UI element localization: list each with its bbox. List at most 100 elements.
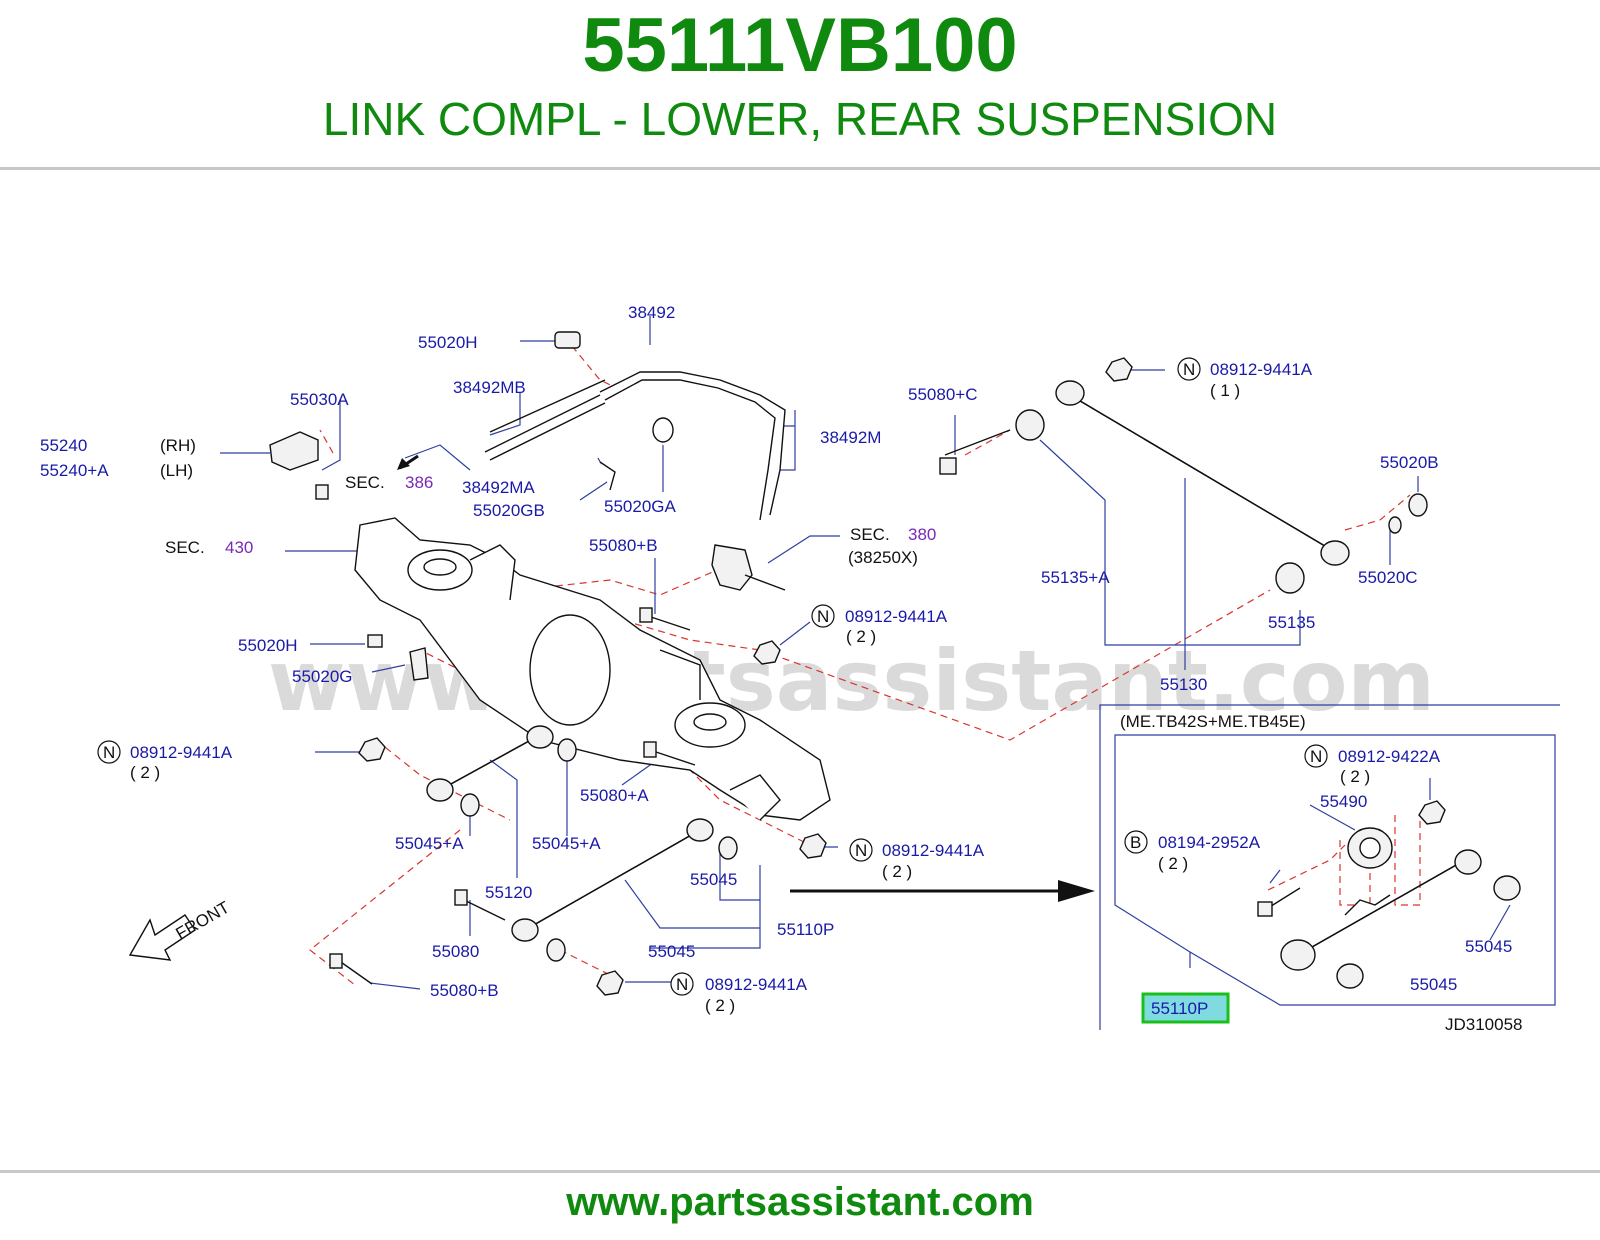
- nut-marker-n1: N: [817, 607, 829, 626]
- callout-55080[interactable]: 55080: [432, 942, 479, 961]
- bolt-55080: [454, 889, 468, 906]
- qty-n5: ( 1 ): [1210, 381, 1240, 400]
- callout-55130[interactable]: 55130: [1160, 675, 1207, 694]
- nut-marker-n4: N: [676, 975, 688, 994]
- callout-38492m[interactable]: 38492M: [820, 428, 881, 447]
- bracket-55240: [269, 431, 329, 500]
- part-number-title: 55111VB100: [582, 3, 1018, 88]
- lower-link-55110p: [511, 818, 738, 962]
- nut-55130-top: [1105, 357, 1133, 382]
- bolt-bracket: [315, 484, 329, 500]
- washer-55020c: [1388, 516, 1402, 534]
- callout-38492ma[interactable]: 38492MA: [462, 478, 535, 497]
- callout-55120[interactable]: 55120: [485, 883, 532, 902]
- qty-n6: ( 2 ): [1340, 767, 1370, 786]
- callout-55240[interactable]: 55240: [40, 436, 87, 455]
- callout-55490[interactable]: 55490: [1320, 792, 1367, 811]
- callout-nut-n5[interactable]: 08912-9441A: [1210, 360, 1313, 379]
- front-arrow: [128, 914, 196, 961]
- callout-55020h-mid[interactable]: 55020H: [238, 636, 298, 655]
- side-rh: (RH): [160, 436, 196, 455]
- differential-carrier: [354, 517, 831, 821]
- callout-nut-n1[interactable]: 08912-9441A: [845, 607, 948, 626]
- sec380-label: SEC.: [850, 525, 890, 544]
- nut-marker-n6: N: [1310, 747, 1322, 766]
- callout-55045-inset-r[interactable]: 55045: [1465, 937, 1512, 956]
- bolt-55080a: [643, 741, 657, 758]
- bolt-55020h-top: [554, 331, 581, 349]
- callout-55045a-left[interactable]: 55045+A: [395, 834, 464, 853]
- part-description-title: LINK COMPL - LOWER, REAR SUSPENSION: [322, 93, 1278, 145]
- nut-marker-n5: N: [1183, 360, 1195, 379]
- callout-55045a-right[interactable]: 55045+A: [532, 834, 601, 853]
- inset-title: (ME.TB42S+ME.TB45E): [1120, 712, 1306, 731]
- footer-url[interactable]: www.partsassistant.com: [566, 1180, 1034, 1224]
- sec430-link[interactable]: 430: [225, 538, 253, 557]
- marker-circles: N N N N N N B: [97, 357, 1328, 996]
- callout-38492[interactable]: 38492: [628, 303, 675, 322]
- washer-55020b: [1408, 493, 1428, 517]
- clip-55020ga: [652, 417, 674, 443]
- qty-n1: ( 2 ): [846, 627, 876, 646]
- brake-hose-assembly: [484, 331, 786, 521]
- nut-lower: [596, 970, 624, 996]
- callout-nut-n6[interactable]: 08912-9422A: [1338, 747, 1441, 766]
- callout-55110p-main[interactable]: 55110P: [777, 920, 834, 939]
- callout-55240a[interactable]: 55240+A: [40, 461, 109, 480]
- bushing-55045-inset-r: [1493, 875, 1521, 901]
- callout-bolt-b1[interactable]: 08194-2952A: [1158, 833, 1261, 852]
- nut-marker-n2: N: [103, 743, 115, 762]
- callout-55020h-top[interactable]: 55020H: [418, 333, 478, 352]
- bolts-and-nuts: [329, 357, 1428, 996]
- bolt-55080b-low: [329, 953, 343, 969]
- callout-55110p-highlighted[interactable]: 55110P: [1151, 999, 1208, 1018]
- callout-55020b[interactable]: 55020B: [1380, 453, 1439, 472]
- highlight-box: [1141, 992, 1230, 1024]
- callout-55020gb[interactable]: 55020GB: [473, 501, 545, 520]
- sec386-label: SEC.: [345, 473, 385, 492]
- callout-38492mb[interactable]: 38492MB: [453, 378, 526, 397]
- qty-n4: ( 2 ): [705, 996, 735, 1015]
- callout-55030a[interactable]: 55030A: [290, 390, 349, 409]
- upper-link-55120: [426, 725, 577, 817]
- callout-55080c[interactable]: 55080+C: [908, 385, 977, 404]
- bracket-55020g: [409, 647, 429, 681]
- callout-55135a[interactable]: 55135+A: [1041, 568, 1110, 587]
- bolt-55020h-mid: [367, 634, 383, 648]
- callout-55080b-mid[interactable]: 55080+B: [589, 536, 658, 555]
- nut-right: [799, 833, 827, 859]
- inset-link-assembly: [1257, 800, 1521, 989]
- callout-55080a[interactable]: 55080+A: [580, 786, 649, 805]
- bushing-55045-inset-b: [1336, 963, 1364, 989]
- callout-55045-inset-b[interactable]: 55045: [1410, 975, 1457, 994]
- qty-n3: ( 2 ): [882, 862, 912, 881]
- callout-55080b-low[interactable]: 55080+B: [430, 981, 499, 1000]
- qty-b1: ( 2 ): [1158, 854, 1188, 873]
- footer-divider: [0, 1170, 1600, 1173]
- sec380-link[interactable]: 380: [908, 525, 936, 544]
- callout-55045-low[interactable]: 55045: [648, 942, 695, 961]
- side-lh: (LH): [160, 461, 193, 480]
- header-divider: [0, 167, 1600, 170]
- speed-sensor-380: [711, 544, 786, 591]
- diagram-id: JD310058: [1445, 1015, 1523, 1034]
- sec380-sub: (38250X): [848, 548, 918, 567]
- callout-55020g[interactable]: 55020G: [292, 667, 353, 686]
- callout-nut-n2[interactable]: 08912-9441A: [130, 743, 233, 762]
- assembly-dashed-lines: [309, 345, 1421, 986]
- nut-left: [358, 737, 386, 762]
- callout-nut-n3[interactable]: 08912-9441A: [882, 841, 985, 860]
- bolt-marker-b1: B: [1130, 833, 1141, 852]
- inset-frame: [1099, 704, 1560, 1030]
- nut-marker-n3: N: [855, 841, 867, 860]
- callout-55020c[interactable]: 55020C: [1358, 568, 1418, 587]
- callout-nut-n4[interactable]: 08912-9441A: [705, 975, 808, 994]
- inset-pointer-arrowhead: [1058, 880, 1095, 902]
- lateral-rod-55130: [1015, 380, 1350, 594]
- callout-55135[interactable]: 55135: [1268, 613, 1315, 632]
- bolt-55080c: [939, 457, 957, 475]
- callout-55020ga[interactable]: 55020GA: [604, 497, 676, 516]
- sec386-link[interactable]: 386: [405, 473, 433, 492]
- callout-55045-mid[interactable]: 55045: [690, 870, 737, 889]
